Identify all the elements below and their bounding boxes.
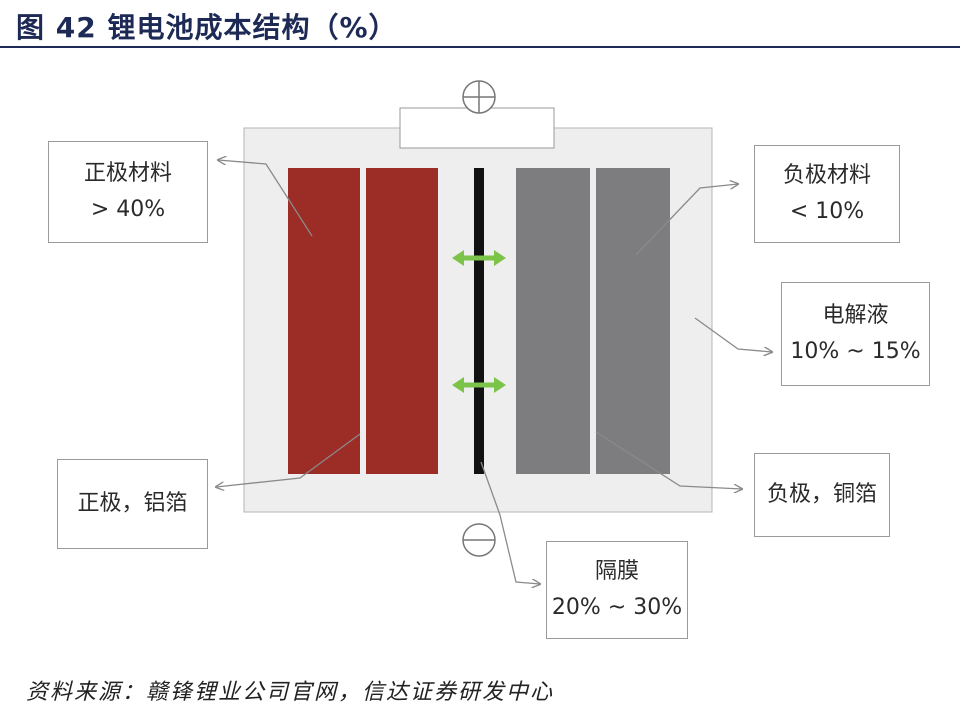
cathode-material-share: > 40% xyxy=(90,197,166,222)
cathode-plate-1 xyxy=(288,168,360,474)
leader-anode-material xyxy=(635,184,738,256)
label-cathode-material: 正极材料 > 40% xyxy=(48,141,208,243)
anode-foil-name: 负极，铜箔 xyxy=(766,482,877,507)
cathode-material-name: 正极材料 xyxy=(83,161,172,186)
source-note: 资料来源：赣锋锂业公司官网，信达证券研发中心 xyxy=(26,680,555,705)
label-separator: 隔膜 20% ~ 30% xyxy=(546,541,688,639)
title-divider xyxy=(0,46,960,48)
cathode-plate-2 xyxy=(366,168,438,474)
terminal-tab xyxy=(399,107,555,149)
anode-material-share: < 10% xyxy=(789,199,865,224)
label-anode-foil: 负极，铜箔 xyxy=(754,453,890,537)
negative-terminal-icon xyxy=(462,523,496,557)
anode-material-name: 负极材料 xyxy=(782,163,871,188)
electrolyte-name: 电解液 xyxy=(822,303,889,328)
separator-name: 隔膜 xyxy=(594,559,639,584)
label-cathode-foil: 正极，铝箔 xyxy=(57,459,208,549)
ion-flow-arrow-top xyxy=(452,250,506,266)
electrolyte-share: 10% ~ 15% xyxy=(790,339,921,364)
separator-membrane xyxy=(474,168,484,474)
label-anode-material: 负极材料 < 10% xyxy=(754,145,900,243)
leader-electrolyte xyxy=(694,317,772,352)
anode-plate-2 xyxy=(596,168,670,474)
leader-cathode-foil xyxy=(216,433,361,487)
separator-share: 20% ~ 30% xyxy=(551,595,683,620)
anode-plate-1 xyxy=(516,168,590,474)
ion-flow-arrow-bottom xyxy=(452,377,506,393)
leader-separator xyxy=(480,461,540,584)
label-electrolyte: 电解液 10% ~ 15% xyxy=(781,282,930,386)
positive-terminal-icon xyxy=(462,80,496,114)
leader-anode-foil xyxy=(595,431,742,489)
figure-title: 图 42 锂电池成本结构（%） xyxy=(16,11,398,44)
leader-cathode-material xyxy=(218,160,313,237)
cathode-foil-name: 正极，铝箔 xyxy=(77,491,188,516)
